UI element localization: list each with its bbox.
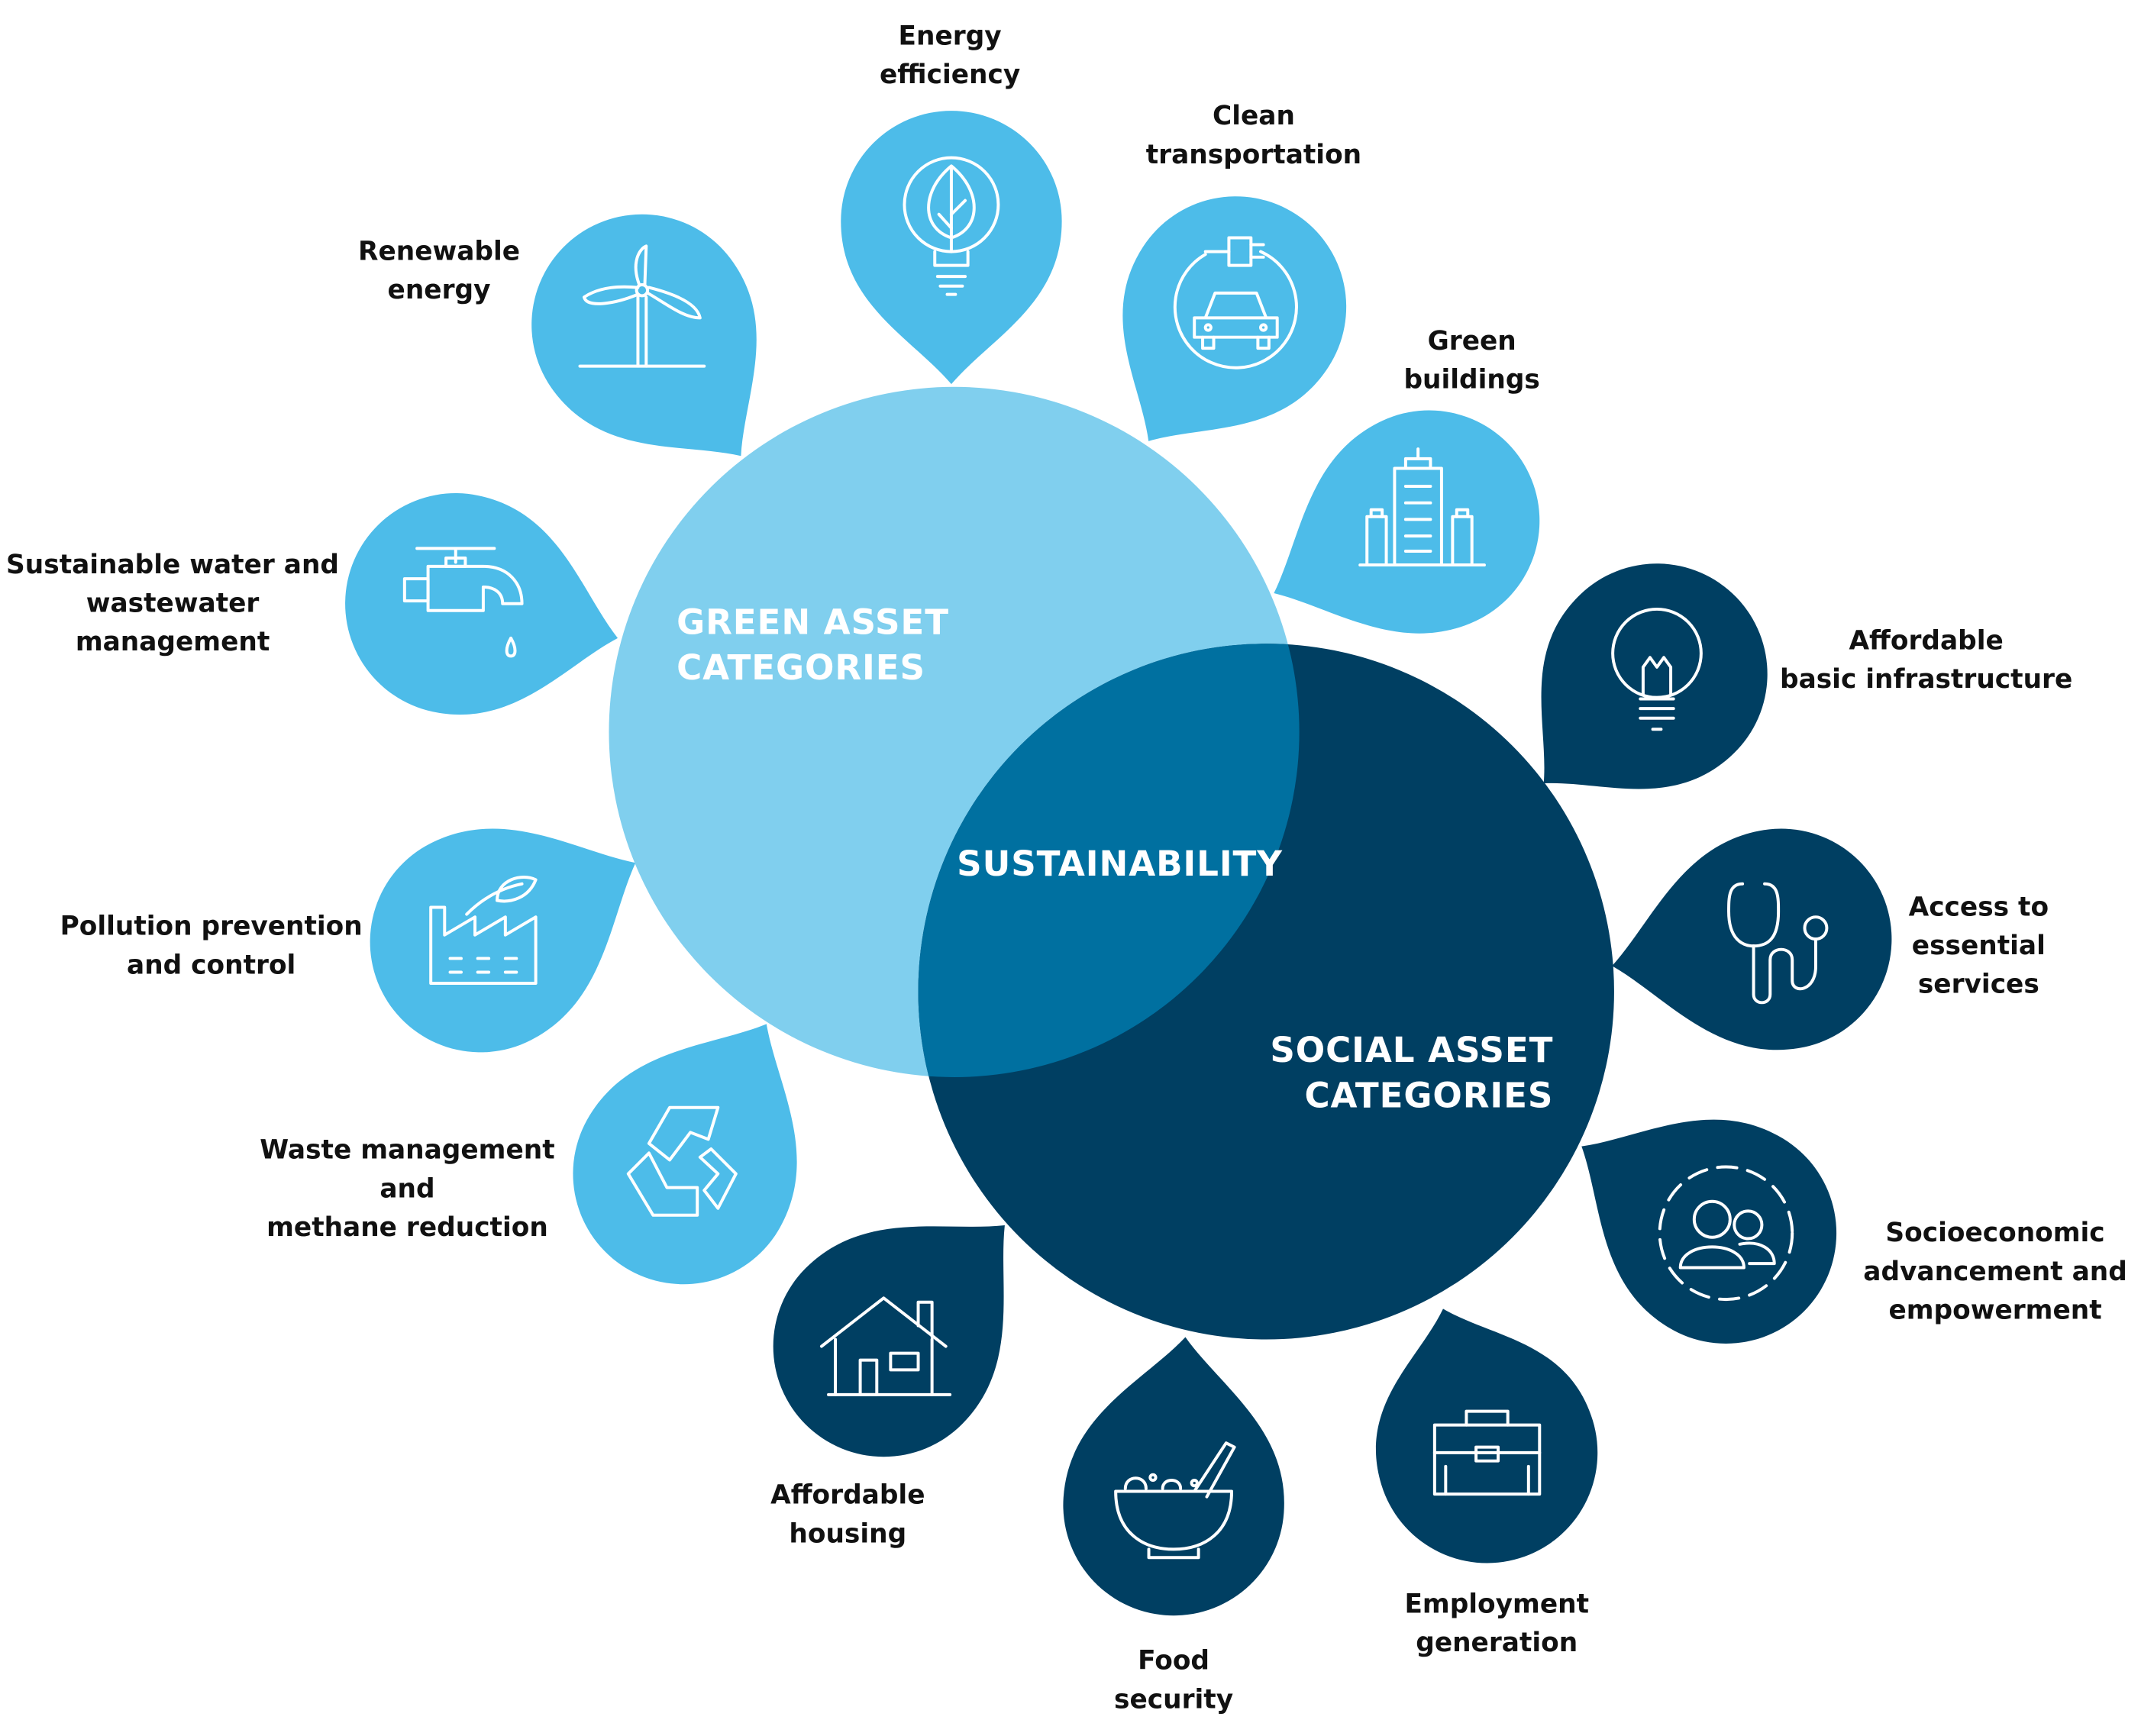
drop-shape [1612,828,1892,1050]
drop-shape [1376,1308,1598,1563]
house-icon [819,1296,952,1396]
label-access-essential-services-line1: Access to [1909,892,2049,922]
drop-shape [1274,410,1540,634]
label-socioeconomic-advancement-line1: Socioeconomic [1885,1218,2104,1248]
label-food-security-line1: Food [1138,1646,1209,1676]
label-waste-management-line1: Waste management [260,1135,554,1166]
drop-shape [1581,1119,1837,1344]
label-affordable-housing-line2: housing [789,1518,906,1549]
recycle-icon [626,1105,738,1217]
drop-shape [1063,1337,1284,1616]
label-affordable-basic-infrastructure-line2: basic infrastructure [1780,664,2072,695]
drop-shape [573,1024,797,1285]
lightbulb-leaf-icon [903,156,1000,296]
label-access-essential-services-line3: services [1918,970,2039,1000]
bowl-icon [1114,1441,1236,1560]
label-socioeconomic-advancement-line3: empowerment [1888,1295,2101,1325]
buildings-icon [1358,447,1486,567]
label-affordable-basic-infrastructure-line1: Affordable [1849,625,2003,656]
drop-shape [345,493,618,715]
label-energy-efficiency-line1: Energy [899,21,1002,51]
sustainability-label: SUSTAINABILITY [957,844,1283,884]
drop-access-essential-services [1612,828,1892,1050]
green-asset-label-line1: GREEN ASSET [677,602,949,642]
briefcase-icon [1432,1409,1542,1496]
drop-shape [531,214,757,457]
drop-employment-generation [1376,1308,1598,1563]
drop-renewable-energy [531,214,757,457]
label-waste-management-line2: and [379,1173,434,1204]
label-green-buildings-line1: Green [1428,326,1516,357]
label-renewable-energy-line1: Renewable [358,236,520,266]
label-employment-generation-line2: generation [1416,1628,1578,1658]
social-asset-label-line1: SOCIAL ASSET [1270,1030,1553,1070]
drop-shape [370,828,636,1053]
label-clean-transportation-line1: Clean [1213,101,1295,131]
label-sustainable-water-line3: management [76,627,270,657]
drop-socioeconomic-advancement [1581,1119,1837,1344]
drop-shape [1541,563,1768,789]
label-socioeconomic-advancement-line2: advancement and [1863,1257,2127,1287]
label-waste-management-line3: methane reduction [266,1212,548,1243]
stethoscope-icon [1727,882,1829,1005]
label-pollution-prevention-line2: and control [127,950,295,980]
label-access-essential-services-line2: essential [1912,931,2046,961]
drop-sustainable-water [345,493,618,715]
label-clean-transportation-line2: transportation [1146,140,1361,170]
drop-green-buildings [1274,410,1540,634]
drop-shape [773,1225,1005,1457]
category-drops [345,111,1892,1616]
drop-clean-transportation [1122,196,1347,441]
label-green-buildings-line2: buildings [1403,365,1539,395]
social-asset-label-line2: CATEGORIES [1304,1076,1553,1116]
drop-affordable-basic-infrastructure [1541,563,1768,789]
lightbulb-icon [1611,607,1703,731]
drop-energy-efficiency [841,111,1062,385]
label-sustainable-water-line1: Sustainable water and [6,550,339,580]
drop-pollution-prevention [370,828,636,1053]
drop-food-security [1063,1337,1284,1616]
label-energy-efficiency-line2: efficiency [880,60,1020,90]
label-sustainable-water-line2: wastewater [86,589,260,619]
green-asset-label-line2: CATEGORIES [677,647,925,688]
label-affordable-housing-line1: Affordable [770,1480,925,1511]
wind-turbine-icon [578,244,706,368]
label-renewable-energy-line2: energy [388,275,491,305]
faucet-icon [402,547,524,658]
drop-affordable-housing [773,1225,1005,1457]
label-pollution-prevention-line1: Pollution prevention [60,912,363,942]
factory-leaf-icon [429,876,538,985]
drop-waste-management [573,1024,797,1285]
label-employment-generation-line1: Employment [1404,1589,1589,1620]
electric-car-icon [1173,236,1298,369]
people-icon [1658,1165,1794,1302]
label-food-security-line2: security [1114,1684,1233,1715]
